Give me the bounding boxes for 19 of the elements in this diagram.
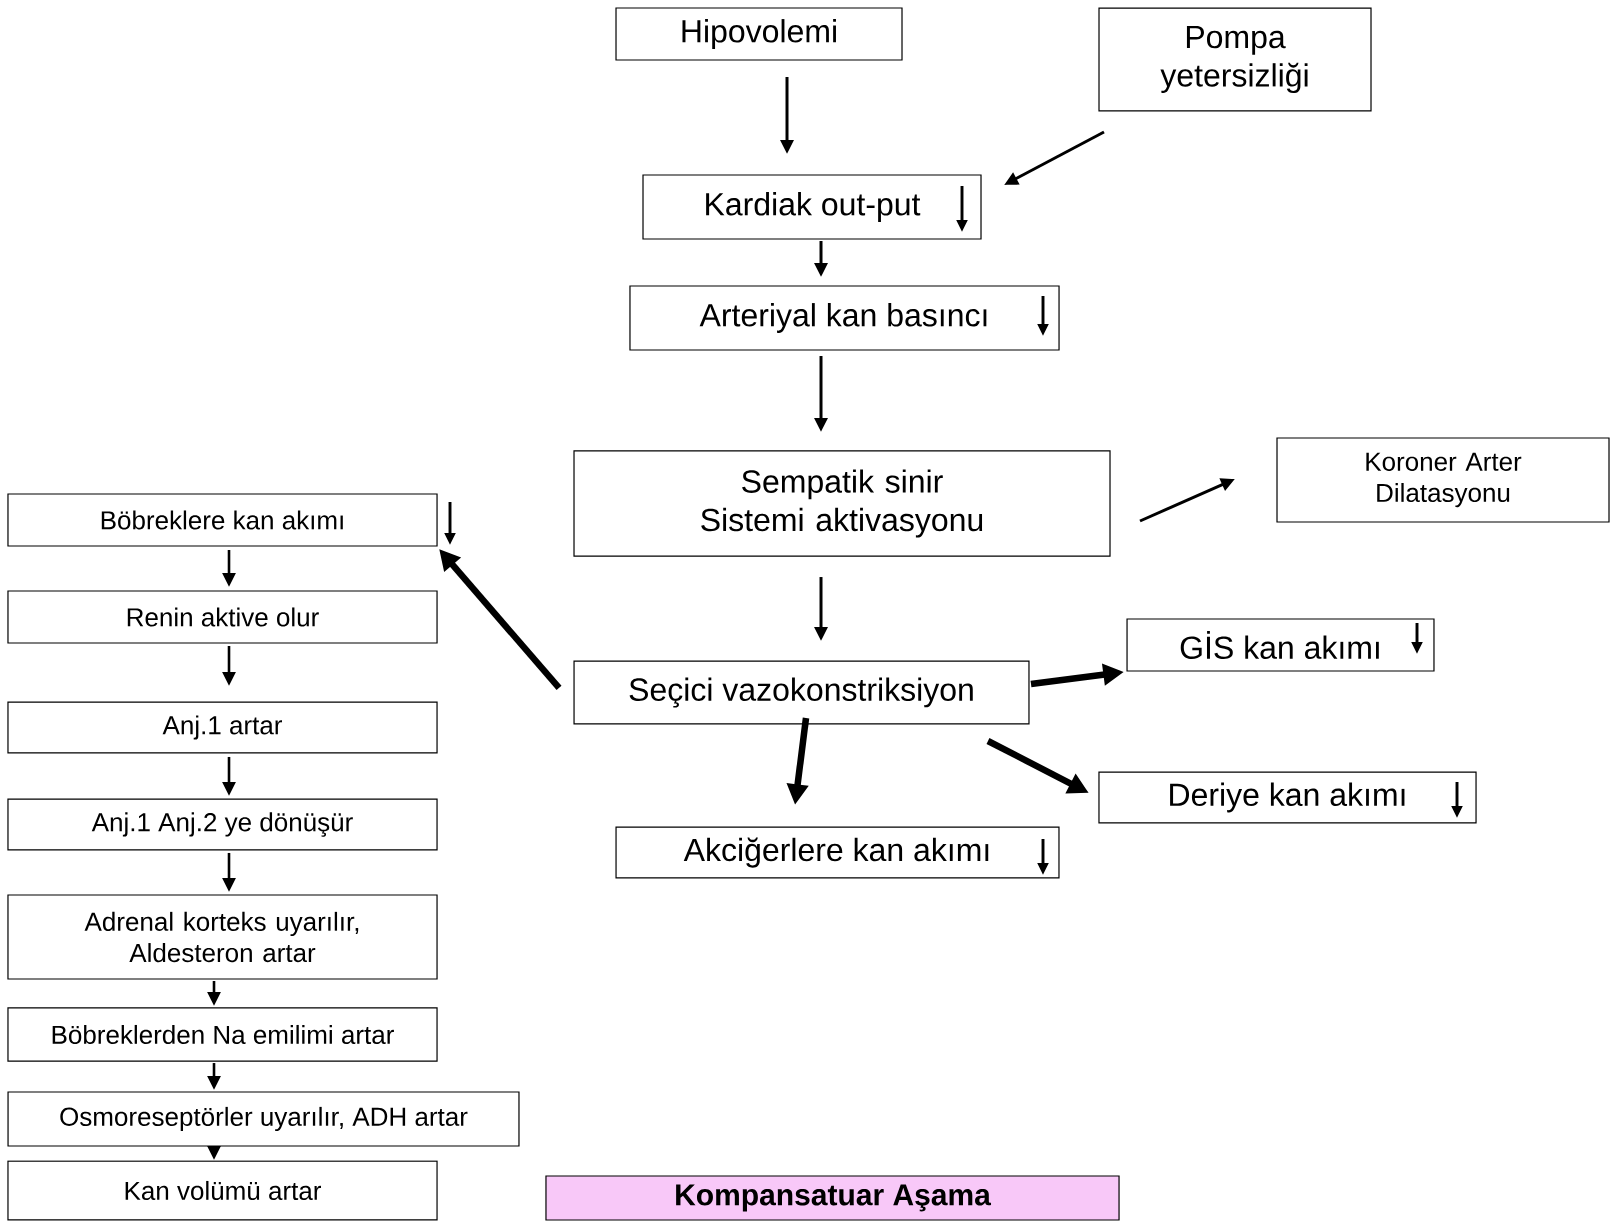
process-box: Böbreklerden Na emilimi artar xyxy=(7,1007,438,1062)
process-box: Seçici vazokonstriksiyon xyxy=(573,660,1030,725)
process-box: Pompa yetersizliği xyxy=(1098,7,1372,112)
process-box: Arteriyal kan basıncı xyxy=(629,285,1060,351)
process-box: Akciğerlere kan akımı xyxy=(615,826,1060,879)
process-box: Kan volümü artar xyxy=(7,1160,438,1221)
process-box: Osmoreseptörler uyarılır, ADH artar xyxy=(7,1091,520,1147)
process-box: Adrenal korteks uyarılır, Aldesteron artar xyxy=(7,894,438,980)
process-box: Anj.1 artar xyxy=(7,701,438,754)
process-box: Hipovolemi xyxy=(615,7,903,61)
process-box: Kardiak out-put xyxy=(642,174,982,240)
process-box: Koroner Arter Dilatasyonu xyxy=(1276,437,1610,523)
process-box: Renin aktive olur xyxy=(7,590,438,644)
process-box: Sempatik sinir Sistemi aktivasyonu xyxy=(573,450,1111,557)
process-box: Böbreklere kan akımı xyxy=(7,493,438,547)
process-box: Kompansatuar Aşama xyxy=(545,1175,1120,1221)
process-box: Deriye kan akımı xyxy=(1098,771,1477,824)
process-box: GİS kan akımı xyxy=(1126,618,1435,672)
process-box: Anj.1 Anj.2 ye dönüşür xyxy=(7,798,438,851)
